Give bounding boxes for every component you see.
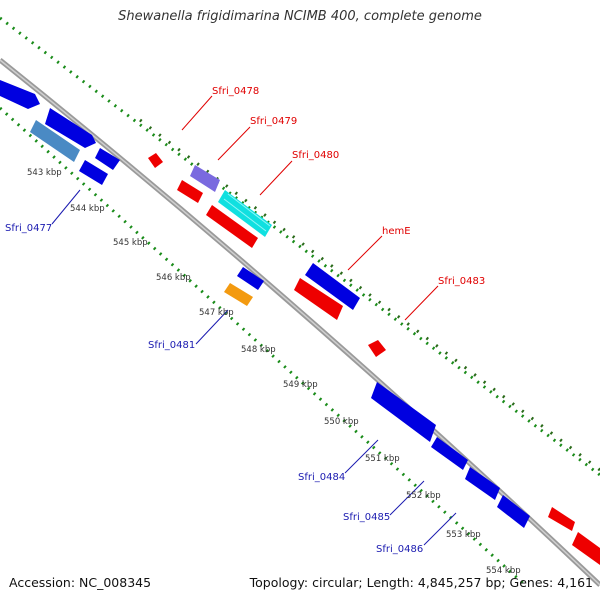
tick-label: 545 kbp	[113, 238, 148, 248]
gene-far-red[interactable]	[572, 532, 600, 565]
gene-right-reverse[interactable]	[548, 507, 575, 531]
gene-sfri-0478[interactable]	[148, 153, 163, 168]
bottom-labels: Sfri_0477 Sfri_0481 Sfri_0484 Sfri_0485 …	[5, 189, 457, 555]
tick-label: 551 kbp	[365, 454, 400, 464]
gene-sfri-0484[interactable]	[371, 382, 436, 442]
gene-red-c[interactable]	[294, 278, 343, 320]
label-sfri-0478[interactable]: Sfri_0478	[212, 86, 259, 97]
map-title: Shewanella frigidimarina NCIMB 400, comp…	[118, 9, 482, 24]
gene-inner-blue-a[interactable]	[79, 160, 108, 185]
tick-label: 549 kbp	[283, 380, 318, 390]
label-sfri-0486[interactable]: Sfri_0486	[376, 544, 423, 555]
tick-label: 546 kbp	[156, 273, 191, 283]
label-sfri-0481[interactable]: Sfri_0481	[148, 340, 195, 351]
label-sfri-0477[interactable]: Sfri_0477	[5, 223, 52, 234]
gene-sfri-0480[interactable]	[218, 190, 272, 237]
gene-sfri-0476[interactable]	[0, 80, 40, 109]
forward-strand-features	[0, 80, 575, 531]
gene-hemE[interactable]	[305, 263, 360, 310]
tick-label: 554 kbp	[486, 566, 521, 576]
tick-label: 552 kbp	[406, 491, 441, 501]
gene-sfri-0477[interactable]	[30, 120, 80, 162]
label-sfri-0485[interactable]: Sfri_0485	[343, 512, 390, 523]
tick-label: 550 kbp	[324, 417, 359, 427]
label-sfri-0480[interactable]: Sfri_0480	[292, 150, 339, 161]
gene-sfri-0477-upper[interactable]	[45, 108, 96, 148]
gene-red-b[interactable]	[206, 205, 258, 248]
label-hemE[interactable]: hemE	[382, 226, 411, 237]
label-sfri-0479[interactable]: Sfri_0479	[250, 116, 297, 127]
accession-text: Accession: NC_008345	[9, 575, 152, 590]
gene-red-a[interactable]	[177, 180, 203, 203]
tick-label: 548 kbp	[241, 345, 276, 355]
gene-sfri-0486-b[interactable]	[497, 495, 530, 528]
reverse-strand-features	[30, 120, 600, 565]
tick-labels: 543 kbp 544 kbp 545 kbp 546 kbp 547 kbp …	[27, 168, 521, 576]
top-labels: Sfri_0478 Sfri_0479 Sfri_0480 hemE Sfri_…	[181, 86, 485, 321]
gene-sfri-0486-a[interactable]	[465, 467, 500, 500]
tick-label: 544 kbp	[70, 204, 105, 214]
tick-label: 543 kbp	[27, 168, 62, 178]
tick-label: 553 kbp	[446, 530, 481, 540]
gene-sfri-0481[interactable]	[224, 283, 253, 306]
genome-summary-text: Topology: circular; Length: 4,845,257 bp…	[249, 575, 593, 590]
label-sfri-0483[interactable]: Sfri_0483	[438, 276, 485, 287]
gene-sfri-0485[interactable]	[431, 437, 468, 470]
gene-sfri-0483[interactable]	[368, 340, 386, 357]
gene-inner-blue-b[interactable]	[237, 267, 264, 290]
label-sfri-0484[interactable]: Sfri_0484	[298, 472, 345, 483]
tick-label: 547 kbp	[199, 308, 234, 318]
gene-sfri-0479[interactable]	[190, 165, 220, 192]
gene-sfri-0477-tip[interactable]	[95, 148, 120, 170]
gc-track-outer	[0, 16, 600, 477]
